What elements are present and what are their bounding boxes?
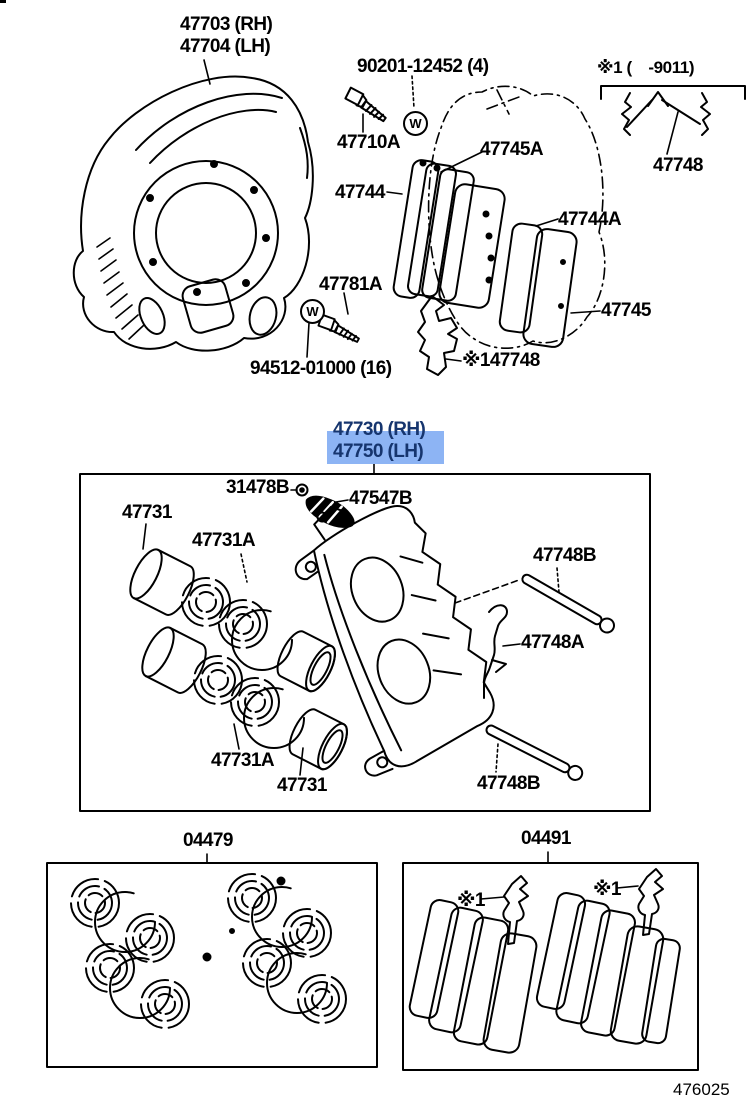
page-code: 476025 [673, 1080, 730, 1099]
part-label-line: 47704 (LH) [180, 36, 271, 57]
pad-kit-box-frame [402, 862, 699, 1071]
caliper-silhouette [427, 85, 606, 350]
part-label-47781a[interactable]: 47781A [319, 274, 383, 295]
part-label-47744a[interactable]: 47744A [558, 209, 622, 230]
part-label-line: 47703 (RH) [180, 14, 273, 35]
support-clip-drawing [417, 295, 458, 376]
part-label-04491[interactable]: 04491 [521, 828, 571, 849]
part-label-47745[interactable]: 47745 [601, 300, 651, 321]
washer-symbol: W [300, 299, 325, 324]
bleeder-drawing [295, 483, 355, 528]
piston-seal-drawings [122, 543, 354, 775]
part-label-47748-support[interactable]: ※147748 [462, 350, 540, 371]
seal-kit-box-frame [46, 862, 378, 1068]
part-label-47748a[interactable]: 47748A [521, 632, 585, 653]
part-label-47731-top[interactable]: 47731 [122, 502, 172, 523]
part-label-47703-47704[interactable]: 47703 (RH) 47704 (LH) [180, 14, 273, 58]
fitting-bolt-drawing [315, 312, 363, 347]
caliper-housing-drawing [294, 504, 495, 777]
part-label-line: 47730 (RH) [333, 419, 426, 440]
pad-stack-drawing [392, 159, 578, 348]
part-label-47748b-upper[interactable]: 47748B [533, 545, 597, 566]
note-label-right: ※1 [593, 879, 621, 900]
part-label-90201-12452[interactable]: 90201-12452 (4) [357, 56, 489, 77]
range-note-label: ※1 ( -9011) [597, 58, 695, 77]
part-label-47748-old[interactable]: 47748 [653, 155, 703, 176]
wire-clip-drawing [483, 604, 508, 699]
part-label-line: 47750 (LH) [333, 441, 424, 462]
slide-pin-upper-drawing [521, 573, 616, 634]
part-label-47730-47750-selected[interactable]: 47730 (RH) 47750 (LH) [327, 419, 444, 464]
union-bolt-drawing [342, 85, 391, 126]
part-label-47731-bottom[interactable]: 47731 [277, 775, 327, 796]
leader-lines [142, 59, 679, 900]
slide-pin-lower-drawing [485, 724, 584, 781]
scan-artifact [0, 0, 6, 3]
pad-kit-contents [408, 868, 681, 1054]
part-label-31478b[interactable]: 31478B [226, 477, 290, 498]
part-label-47748b-lower[interactable]: 47748B [477, 773, 541, 794]
washer-symbol: W [403, 111, 428, 136]
part-label-47731a-bottom[interactable]: 47731A [211, 750, 275, 771]
part-label-47731a-top[interactable]: 47731A [192, 530, 256, 551]
part-label-04479[interactable]: 04479 [183, 830, 233, 851]
part-label-47710a[interactable]: 47710A [337, 132, 401, 153]
note-label-left: ※1 [457, 890, 485, 911]
part-label-94512-01000[interactable]: 94512-01000 (16) [250, 358, 392, 379]
caliper-box-frame [79, 473, 651, 812]
part-label-47745a[interactable]: 47745A [480, 139, 544, 160]
part-label-47547b[interactable]: 47547B [349, 488, 413, 509]
dust-shield-drawing [72, 75, 314, 352]
old-clip-drawing [600, 85, 746, 136]
seal-kit-contents [70, 873, 347, 1029]
selection-highlight [327, 431, 444, 464]
part-label-47744[interactable]: 47744 [335, 182, 385, 203]
